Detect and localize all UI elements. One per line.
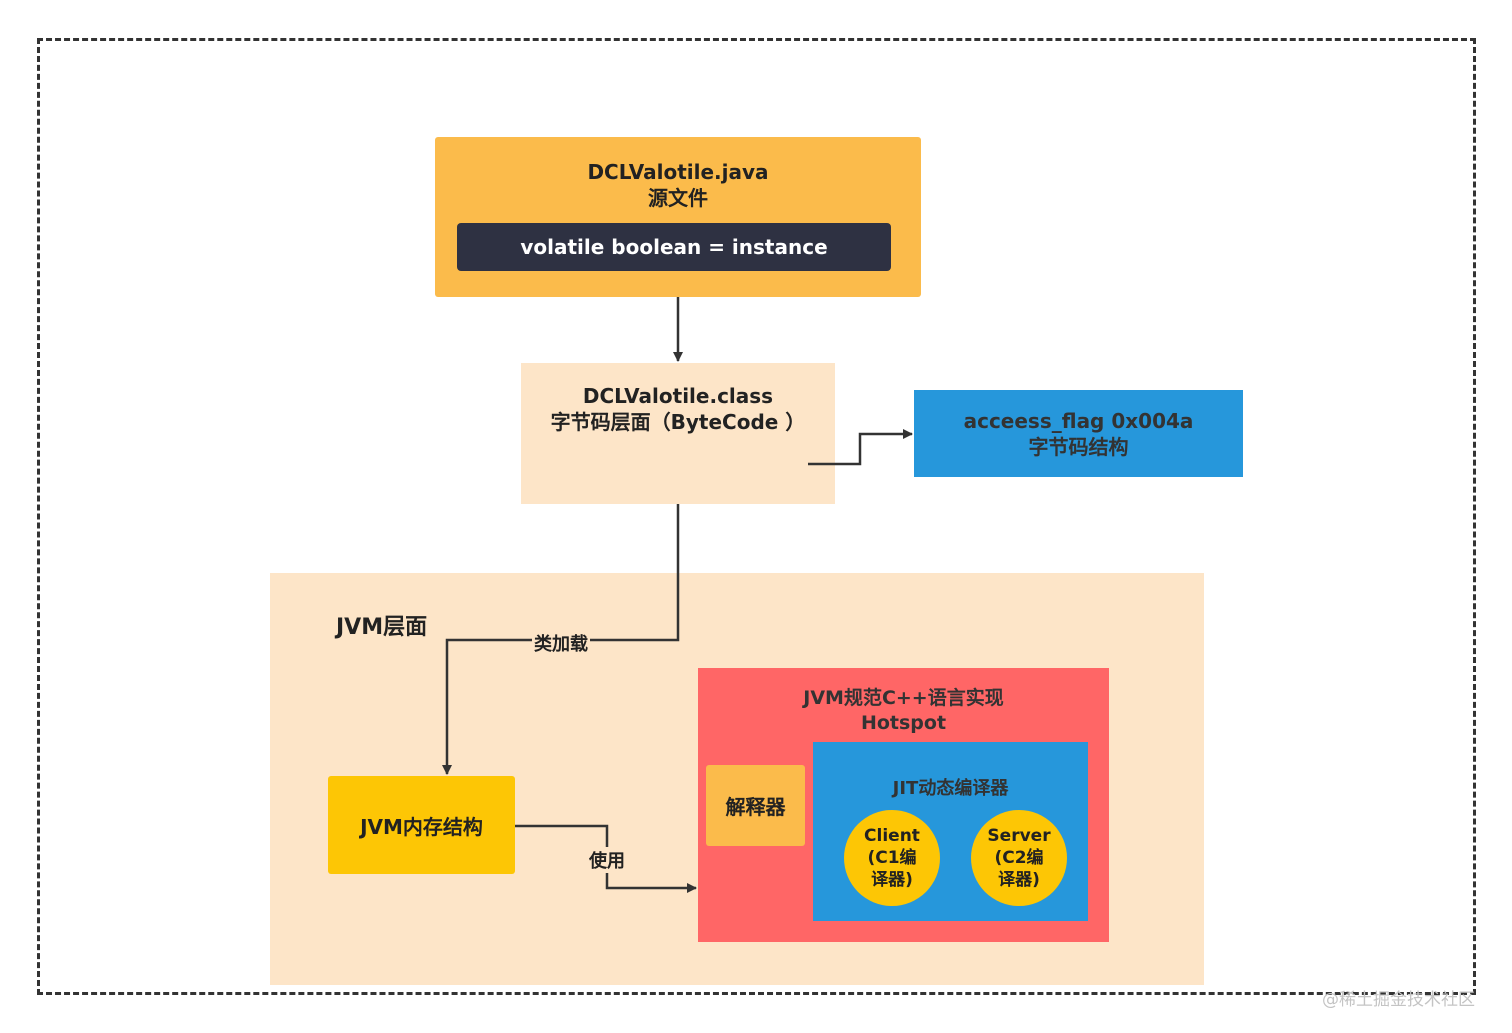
- jit-compiler-title: JIT动态编译器: [892, 778, 1009, 799]
- server-c2-compiler-node: Server (C2编 译器): [971, 810, 1067, 906]
- client-line2: (C1编: [867, 848, 917, 868]
- class-file-title: DCLValotile.class 字节码层面（ByteCode ）: [521, 383, 835, 435]
- source-code-snippet: volatile boolean = instance: [457, 223, 891, 271]
- client-line3: 译器): [871, 870, 913, 890]
- jvm-memory-node: JVM内存结构: [328, 776, 515, 874]
- server-line1: Server: [987, 826, 1051, 846]
- client-c1-compiler-node: Client (C1编 译器): [844, 810, 940, 906]
- interpreter-node: 解释器: [706, 765, 805, 846]
- edge-class-to-access-flag: [808, 429, 913, 466]
- class-file-name: DCLValotile.class: [582, 384, 774, 408]
- access-flag-caption: 字节码结构: [1028, 434, 1129, 459]
- source-file-subtitle: 源文件: [648, 186, 708, 210]
- hotspot-spec-line: JVM规范C++语言实现: [803, 687, 1004, 709]
- access-flag-value: acceess_flag 0x004a: [963, 408, 1194, 433]
- class-file-subtitle: 字节码层面（ByteCode ）: [550, 410, 806, 434]
- server-line3: 译器): [998, 870, 1040, 890]
- watermark-text: @稀土掘金技术社区: [1322, 990, 1475, 1010]
- source-file-name: DCLValotile.java: [587, 160, 769, 184]
- class-file-node: DCLValotile.class 字节码层面（ByteCode ）: [521, 363, 835, 504]
- client-line1: Client: [864, 826, 920, 846]
- source-file-title: DCLValotile.java 源文件: [435, 159, 921, 211]
- hotspot-title: JVM规范C++语言实现 Hotspot: [698, 686, 1109, 736]
- outer-dashed-frame: [37, 38, 1476, 995]
- hotspot-name-line: Hotspot: [860, 712, 947, 734]
- use-label: 使用: [587, 847, 627, 873]
- class-loading-label: 类加载: [532, 630, 590, 656]
- jvm-layer-title: JVM层面: [336, 615, 428, 640]
- access-flag-node: acceess_flag 0x004a 字节码结构: [914, 390, 1243, 477]
- source-file-node: DCLValotile.java 源文件 volatile boolean = …: [435, 137, 921, 297]
- server-line2: (C2编: [994, 848, 1044, 868]
